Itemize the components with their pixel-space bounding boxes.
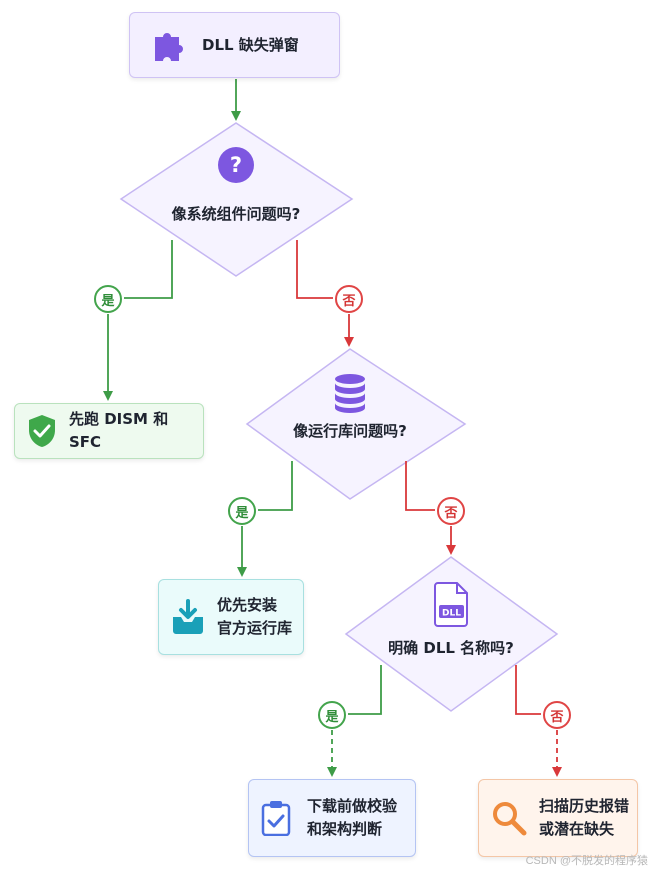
decision-diamond-dll — [344, 556, 559, 712]
branch-label-no-2: 否 — [437, 497, 465, 525]
database-icon — [335, 374, 365, 413]
branch-label-no-1: 否 — [335, 285, 363, 313]
outcome-download-verify-line-2: 和架构判断 — [307, 820, 383, 838]
question-icon: ? — [218, 147, 254, 183]
branch-label-yes-3: 是 — [318, 701, 346, 729]
dll-file-icon-label: DLL — [442, 609, 461, 619]
outcome-dism-sfc-label: 先跑 DISM 和 SFC — [69, 410, 169, 451]
edge-decision2-yes — [258, 461, 293, 511]
magnifier-icon — [493, 802, 527, 836]
edge-decision3-no — [515, 665, 541, 715]
outcome-scan-history-line-1: 扫描历史报错 — [539, 797, 630, 815]
outcome-dism-sfc: 先跑 DISM 和 SFC — [14, 403, 204, 459]
decision-label-dll-name: 明确 DLL 名称吗? — [388, 639, 514, 657]
decision-diamond-runtime — [245, 348, 467, 500]
shield-check-icon — [29, 415, 55, 447]
edge-decision2-no — [405, 461, 435, 511]
edge-decision1-no — [296, 240, 333, 299]
outcome-download-verify: 下载前做校验 和架构判断 — [248, 779, 416, 857]
branch-label-no-3: 否 — [543, 701, 571, 729]
outcome-install-runtime-line-2: 官方运行库 — [217, 619, 293, 637]
decision-diamond-system — [119, 122, 354, 277]
decision-label-system: 像系统组件问题吗? — [171, 205, 301, 223]
outcome-download-verify-line-1: 下载前做校验 — [307, 797, 398, 815]
branch-label-yes-1: 是 — [94, 285, 122, 313]
edge-decision3-yes — [348, 665, 382, 715]
download-tray-icon — [173, 599, 203, 634]
clipboard-check-icon — [261, 801, 291, 836]
puzzle-icon — [155, 33, 183, 61]
outcome-scan-history-line-2: 或潜在缺失 — [539, 820, 615, 838]
outcome-install-runtime: 优先安装 官方运行库 — [158, 579, 304, 655]
start-node-label: DLL 缺失弹窗 — [202, 35, 299, 54]
svg-text:?: ? — [230, 153, 242, 177]
decision-label-runtime: 像运行库问题吗? — [293, 422, 407, 440]
branch-label-yes-2: 是 — [228, 497, 256, 525]
watermark: CSDN @不脱发的程序猿 — [525, 855, 648, 867]
dll-file-icon: DLL — [434, 582, 468, 627]
edge-decision1-yes — [124, 240, 173, 299]
start-node: DLL 缺失弹窗 — [129, 12, 340, 78]
outcome-install-runtime-line-1: 优先安装 — [217, 596, 278, 614]
outcome-scan-history: 扫描历史报错 或潜在缺失 — [478, 779, 638, 857]
